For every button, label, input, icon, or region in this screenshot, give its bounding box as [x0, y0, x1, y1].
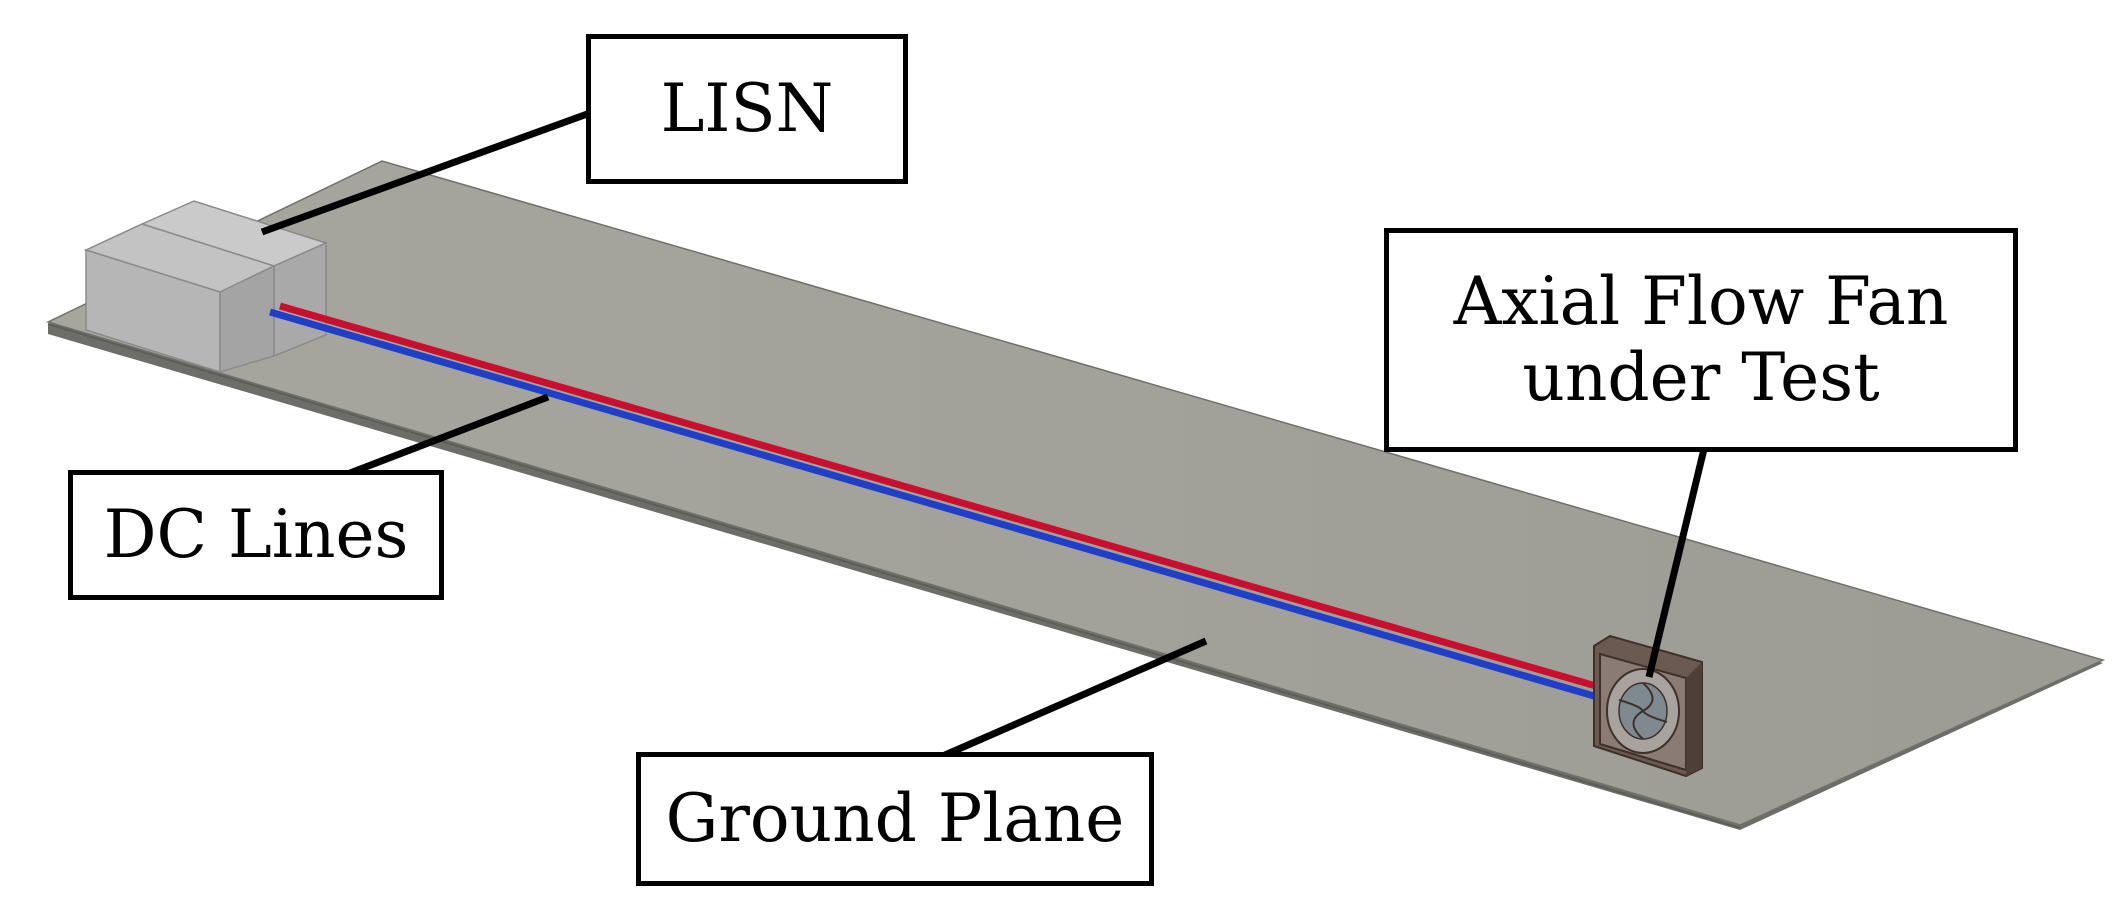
fan-label: Axial Flow Fan under Test — [1384, 228, 2018, 452]
fan-label-line2: under Test — [1522, 339, 1880, 416]
fan-label-line1: Axial Flow Fan — [1453, 263, 1949, 341]
dc-line-negative — [269, 308, 1595, 700]
leader-lines — [260, 109, 1708, 759]
lisn-box — [83, 200, 329, 374]
lisn-label: LISN — [586, 34, 908, 184]
lisn-label-text: LISN — [660, 70, 834, 148]
ground-plane-label-text: Ground Plane — [665, 780, 1125, 858]
leader-dc-lines — [348, 393, 550, 477]
ground-plane — [45, 160, 2106, 830]
ground-plane-label: Ground Plane — [636, 752, 1154, 886]
dc-line-positive — [279, 302, 1597, 690]
leader-fan — [1645, 448, 1708, 678]
leader-lisn — [260, 109, 592, 236]
dc-lines — [269, 302, 1597, 700]
dc-lines-label-text: DC Lines — [103, 496, 409, 574]
axial-flow-fan — [1593, 634, 1703, 778]
leader-ground-plane — [943, 637, 1208, 759]
dc-lines-label: DC Lines — [68, 470, 444, 600]
